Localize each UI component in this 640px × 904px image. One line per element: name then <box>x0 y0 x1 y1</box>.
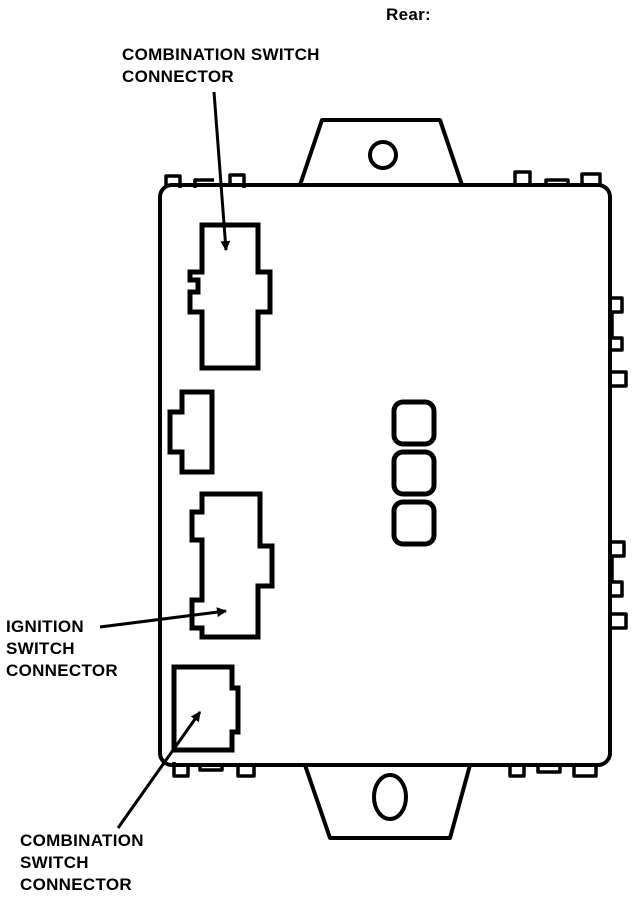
top-combination-line-1: COMBINATION SWITCH <box>122 45 320 64</box>
top-combination-switch-label: COMBINATION SWITCH CONNECTOR <box>122 44 320 88</box>
center-socket-3 <box>391 499 437 547</box>
ignition-leader-line <box>99 607 227 629</box>
top-mounting-hole <box>368 140 398 170</box>
bottom-combination-line-2: SWITCH <box>20 853 89 872</box>
top-combination-line-2: CONNECTOR <box>122 67 234 86</box>
center-sockets <box>391 399 437 547</box>
bottom-combination-switch-connector <box>171 664 241 753</box>
bottom-mounting-tab <box>303 764 472 840</box>
top-combination-switch-connector <box>187 222 273 371</box>
bottom-combination-leader-line <box>116 711 202 829</box>
bottom-combination-line-3: CONNECTOR <box>20 875 132 894</box>
ignition-switch-connector <box>189 491 275 640</box>
top-mounting-tab <box>298 118 464 186</box>
ignition-line-1: IGNITION <box>6 617 84 636</box>
center-socket-1 <box>391 399 437 447</box>
top-combination-leader-line <box>212 91 231 251</box>
ignition-line-2: SWITCH <box>6 639 75 658</box>
fuse-box-housing <box>158 183 612 767</box>
bottom-combination-line-1: COMBINATION <box>20 831 144 850</box>
view-label: Rear: <box>386 5 431 24</box>
bottom-edge-clips <box>172 762 598 778</box>
bottom-combination-switch-label: COMBINATION SWITCH CONNECTOR <box>20 830 144 896</box>
bottom-mounting-hole <box>372 773 408 821</box>
ignition-line-3: CONNECTOR <box>6 661 118 680</box>
center-socket-2 <box>391 449 437 497</box>
ignition-switch-label: IGNITION SWITCH CONNECTOR <box>6 616 118 682</box>
top-edge-clips <box>164 170 602 188</box>
right-edge-clips <box>610 296 628 630</box>
small-side-connector <box>167 389 215 475</box>
